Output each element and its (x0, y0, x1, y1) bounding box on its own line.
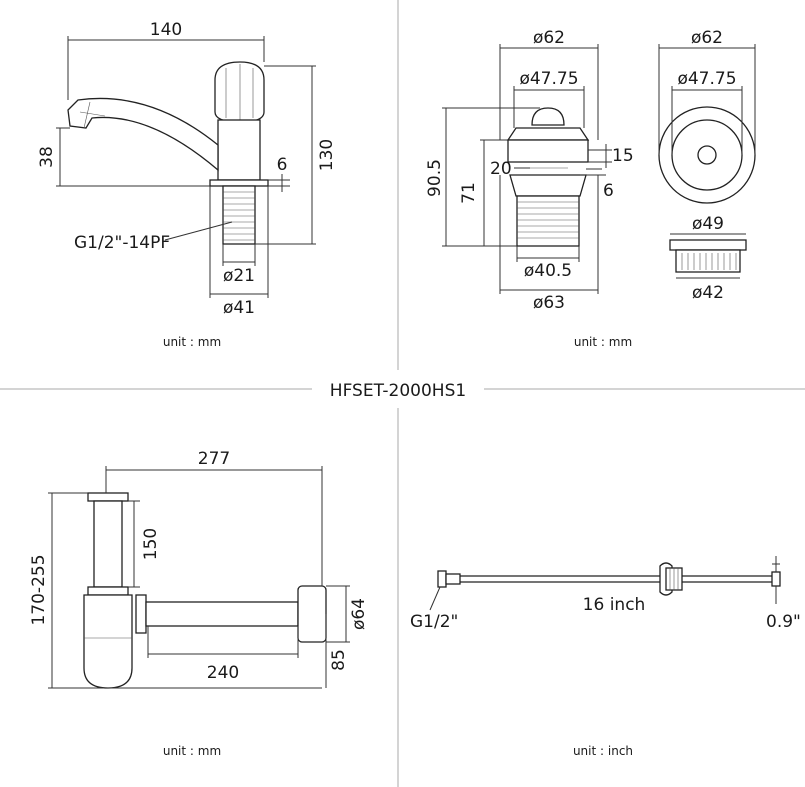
trap-wall-flange (297, 585, 327, 643)
trap-bottle (83, 594, 133, 689)
trap-side-nut (135, 594, 147, 634)
trap-unit-label: unit : mm (163, 744, 221, 758)
faucet-handle (214, 61, 265, 123)
faucet-thread-label: G1/2"-14PF (74, 233, 170, 253)
faucet-flange (209, 179, 269, 187)
faucet-unit-label: unit : mm (163, 335, 221, 349)
drain-top-outer-dia-label: ø62 (691, 28, 723, 48)
drain-gap-a-label: 15 (612, 146, 634, 166)
drain-nut-body (675, 249, 741, 273)
trap-wall-height-label: 85 (329, 649, 349, 671)
drain-nut-bottom-dia-label: ø42 (692, 283, 724, 303)
faucet-drawing: 140 38 130 6 G1/2"-14PF ø21 ø41 unit : m… (37, 20, 337, 349)
hose-diameter-label: 0.9" (766, 612, 801, 632)
drain-thread-dia-label: ø40.5 (524, 261, 572, 281)
drain-top-inner-dia-label: ø47.75 (677, 69, 736, 89)
drain-top-view-center (697, 145, 717, 165)
faucet-total-height-label: 130 (317, 139, 337, 171)
trap-top-nut (87, 492, 129, 502)
drain-total-height-label: 90.5 (425, 159, 445, 197)
faucet-base-dia-label: ø41 (223, 298, 255, 318)
drain-flange (506, 127, 590, 141)
drain-drawing: ø62 ø47.75 90.5 71 15 20 6 ø40.5 ø6 (425, 28, 756, 349)
trap-arm-length-label: 240 (207, 663, 239, 683)
drain-gap-c-label: 6 (603, 181, 614, 201)
drain-body-height-label: 71 (459, 182, 479, 204)
faucet-width-label: 140 (150, 20, 182, 40)
trap-height-range-label: 170-255 (29, 554, 49, 625)
faucet-flange-label: 6 (277, 155, 288, 175)
trap-wall-dia-label: ø64 (349, 598, 369, 630)
trap-horizontal-arm (145, 601, 299, 627)
drain-upper-body (507, 139, 589, 163)
hose-right-fitting (771, 571, 781, 587)
trap-collar (87, 586, 129, 596)
faucet-spout-height-label: 38 (37, 146, 57, 168)
hose-length-label: 16 inch (583, 595, 646, 615)
drain-body (509, 174, 587, 197)
trap-width-label: 277 (198, 449, 230, 469)
trap-drawing: 277 170-255 150 240 ø64 85 unit : mm (29, 449, 369, 758)
faucet-body (217, 119, 261, 181)
faucet-spout (67, 97, 219, 172)
hose-left-nut (445, 573, 461, 585)
drain-cap-knob (531, 107, 565, 126)
hose-fitting-label: G1/2" (410, 612, 458, 632)
drain-outer-dia-label: ø62 (533, 28, 565, 48)
faucet-thread-dia-label: ø21 (223, 266, 255, 286)
hose-left-fitting (437, 570, 447, 588)
drain-nut-top (669, 239, 747, 251)
trap-tube-length-label: 150 (141, 528, 161, 560)
hose-unit-label: unit : inch (573, 744, 633, 758)
trap-vertical-tube (93, 500, 123, 588)
faucet-thread (222, 185, 256, 245)
drain-base-dia-label: ø63 (533, 293, 565, 313)
drain-nut-top-dia-label: ø49 (692, 214, 724, 234)
drain-gap-b-label: 20 (490, 159, 512, 179)
drain-thread (516, 195, 580, 247)
hose-drawing: G1/2" 16 inch 0.9" unit : inch (410, 556, 801, 758)
drain-inner-dia-label: ø47.75 (519, 69, 578, 89)
drain-unit-label: unit : mm (574, 335, 632, 349)
product-title: HFSET-2000HS1 (330, 381, 466, 401)
